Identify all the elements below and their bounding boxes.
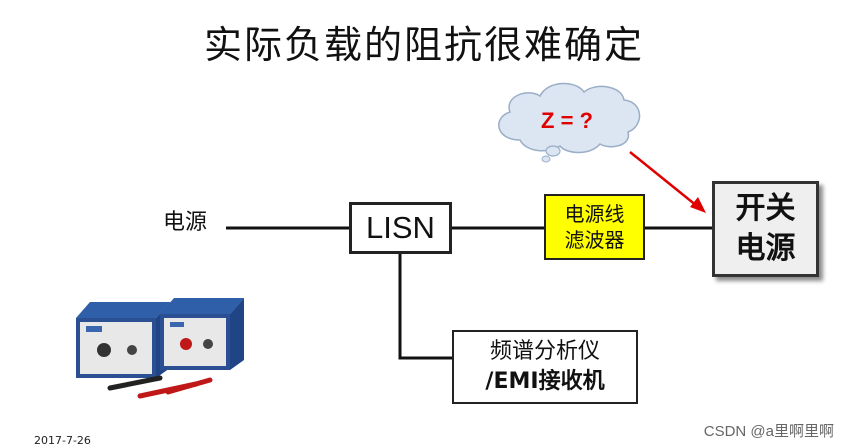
line-lisn-to-analyzer [400,254,452,358]
spectrum-analyzer-box: 频谱分析仪 /EMI接收机 [452,330,638,404]
watermark: CSDN @a里啊里啊 [704,420,834,441]
switching-power-supply-box: 开关 电源 [712,181,819,277]
power-line-filter-box: 电源线 滤波器 [544,194,645,260]
lisn-box: LISN [349,202,452,254]
smps-label-line1: 开关 [736,189,796,229]
filter-label-line1: 电源线 [565,201,625,227]
slide-date: 2017-7-26 [34,434,91,447]
lisn-label: LISN [366,210,435,246]
smps-label-line2: 电源 [736,229,796,269]
analyzer-label-line1: 频谱分析仪 [490,337,600,367]
analyzer-label-line2: /EMI接收机 [485,367,604,397]
filter-label-line2: 滤波器 [565,227,625,253]
impedance-question-text: Z = ? [512,108,622,134]
power-source-label: 电源 [163,204,207,236]
lisn-equipment-photo [76,298,244,396]
